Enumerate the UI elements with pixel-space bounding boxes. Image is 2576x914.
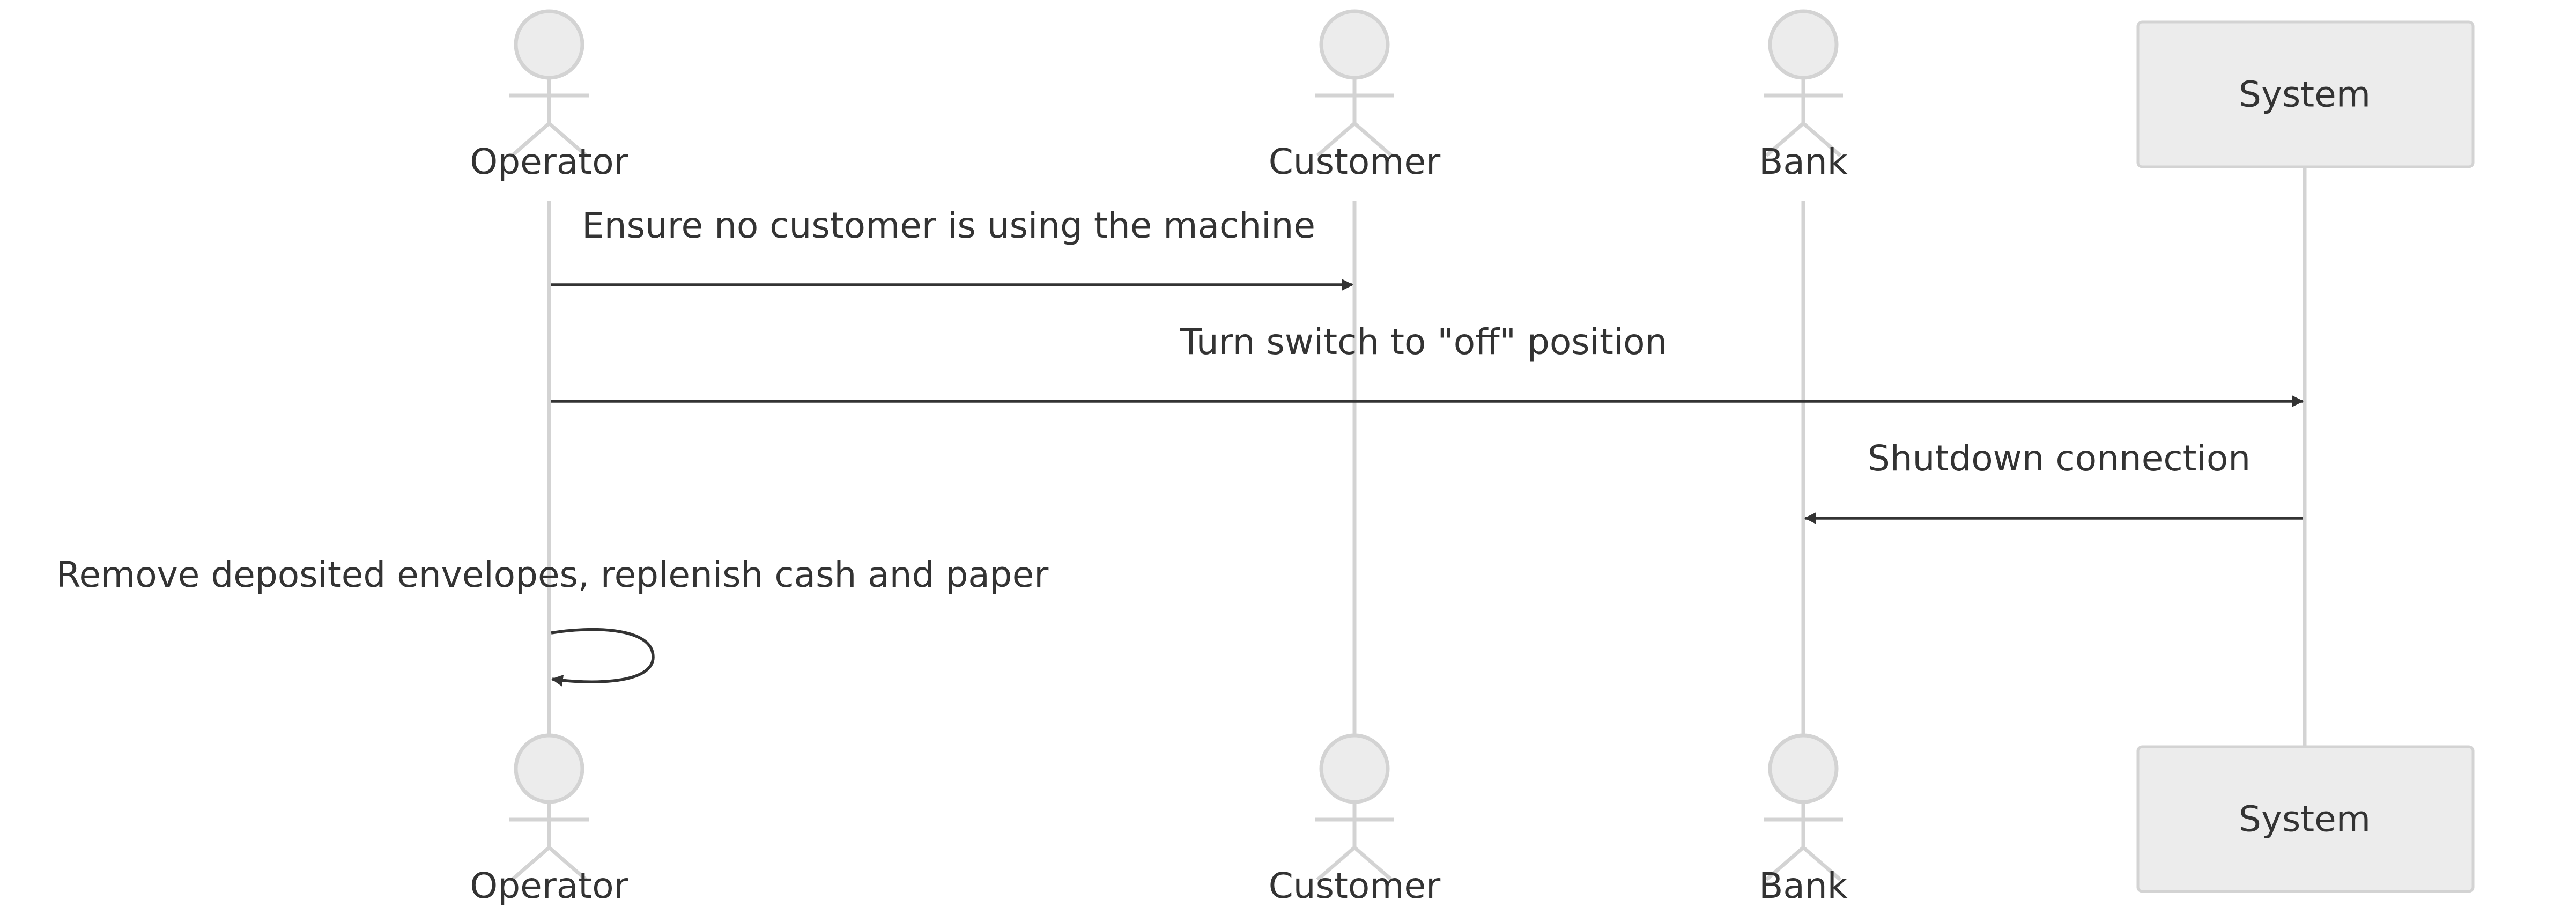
participant-label: Customer: [1269, 865, 1441, 906]
actor-operator-bottom: Operator: [470, 733, 629, 906]
message-4-self: Remove deposited envelopes, replenish ca…: [56, 554, 1049, 687]
actor-head: [514, 733, 584, 804]
actor-left-leg: [1765, 846, 1805, 881]
participant-label: Operator: [470, 865, 628, 906]
actor-left-leg: [1316, 846, 1356, 881]
actor-head: [1319, 733, 1390, 804]
actor-left-leg: [1316, 122, 1356, 157]
messages: Ensure no customer is using the machine …: [56, 205, 2304, 687]
participant-label: Operator: [470, 141, 628, 182]
participant-box: [2136, 20, 2475, 168]
participants-top: Operator Customer Bank System: [470, 9, 2475, 182]
participant-box: [2136, 745, 2475, 893]
participant-label: Bank: [1759, 865, 1848, 906]
message-label: Remove deposited envelopes, replenish ca…: [56, 554, 1049, 595]
actor-head: [1768, 733, 1839, 804]
message-1: Ensure no customer is using the machine: [551, 205, 1354, 291]
actor-right-leg: [1353, 122, 1393, 157]
actor-right-leg: [547, 122, 588, 157]
message-label: Shutdown connection: [1868, 438, 2251, 479]
self-loop-arrow: [551, 628, 655, 687]
actor-bank-bottom: Bank: [1759, 733, 1848, 906]
actor-right-leg: [547, 846, 588, 881]
participant-system-bottom: System: [2136, 745, 2475, 893]
actor-head: [1768, 9, 1839, 80]
message-3: Shutdown connection: [1804, 438, 2303, 524]
participant-label: Bank: [1759, 141, 1848, 182]
actor-customer-top: Customer: [1269, 9, 1441, 182]
participant-label: Customer: [1269, 141, 1441, 182]
message-label: Ensure no customer is using the machine: [582, 205, 1315, 246]
actor-head: [514, 9, 584, 80]
actor-left-leg: [510, 122, 551, 157]
actor-left-leg: [510, 846, 551, 881]
actor-right-leg: [1353, 846, 1393, 881]
participant-label: System: [2239, 799, 2371, 840]
actor-head: [1319, 9, 1390, 80]
message-label: Turn switch to "off" position: [1180, 321, 1668, 363]
actor-left-leg: [1765, 122, 1805, 157]
participant-system-top: System: [2136, 20, 2475, 168]
message-2: Turn switch to "off" position: [551, 321, 2304, 407]
actor-right-leg: [1802, 122, 1842, 157]
actor-customer-bottom: Customer: [1269, 733, 1441, 906]
participant-label: System: [2239, 74, 2371, 115]
lifelines: [547, 167, 2307, 747]
actor-operator-top: Operator: [470, 9, 629, 182]
participants-bottom: Operator Customer Bank System: [470, 733, 2475, 906]
actor-bank-top: Bank: [1759, 9, 1848, 182]
actor-right-leg: [1802, 846, 1842, 881]
